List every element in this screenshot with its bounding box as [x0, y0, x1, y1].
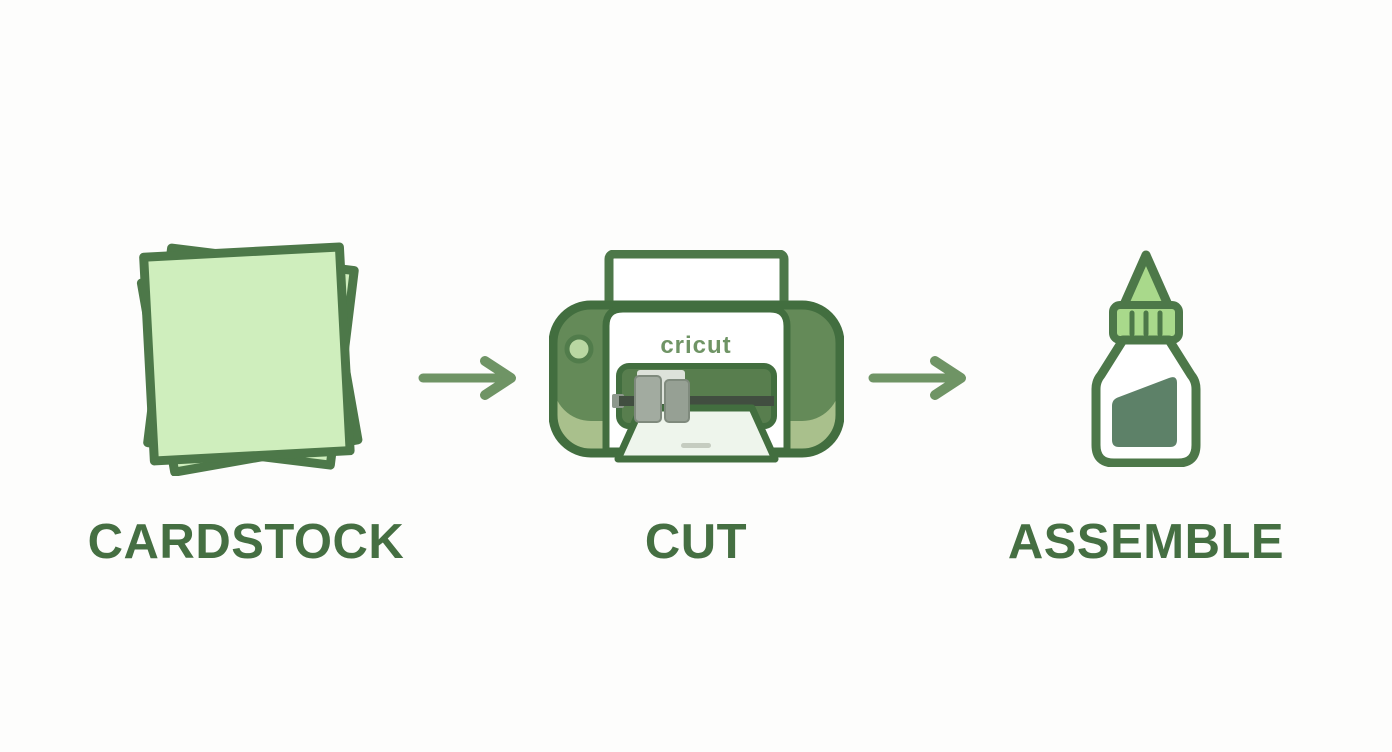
- carriage-block-right: [663, 378, 690, 423]
- cricut-machine-graphic: cricut: [548, 249, 844, 462]
- step-label-cut: CUT: [644, 515, 748, 569]
- step-assemble: ASSEMBLE: [981, 238, 1311, 570]
- paper-stack-graphic: [136, 242, 362, 476]
- glue-nozzle: [1118, 250, 1174, 312]
- cricut-machine-icon: cricut: [548, 238, 844, 476]
- glue-bottle-graphic: [1091, 250, 1201, 467]
- arrow-right-graphic: [868, 356, 966, 400]
- cap-ribs: [1129, 310, 1163, 337]
- power-button-icon: [564, 334, 593, 363]
- step-label-cardstock: CARDSTOCK: [87, 515, 405, 569]
- paper-stack-icon: [104, 238, 389, 476]
- carriage-block-left: [633, 374, 662, 423]
- step-cardstock: CARDSTOCK: [81, 238, 411, 570]
- arrow-right-icon: [411, 355, 531, 401]
- machine-rail: [618, 395, 774, 406]
- mat-slot: [680, 442, 711, 448]
- glue-bottle-label: [1112, 377, 1177, 447]
- arrow-right-graphic: [418, 356, 516, 400]
- process-flow: CARDSTOCK: [0, 238, 1392, 570]
- step-label-assemble: ASSEMBLE: [1007, 515, 1285, 569]
- machine-brand-text: cricut: [660, 332, 731, 359]
- glue-bottle-icon: [1085, 238, 1207, 476]
- paper-sheet-front: [138, 242, 355, 466]
- step-cut: cricut CUT: [531, 238, 861, 570]
- arrow-right-icon: [861, 355, 981, 401]
